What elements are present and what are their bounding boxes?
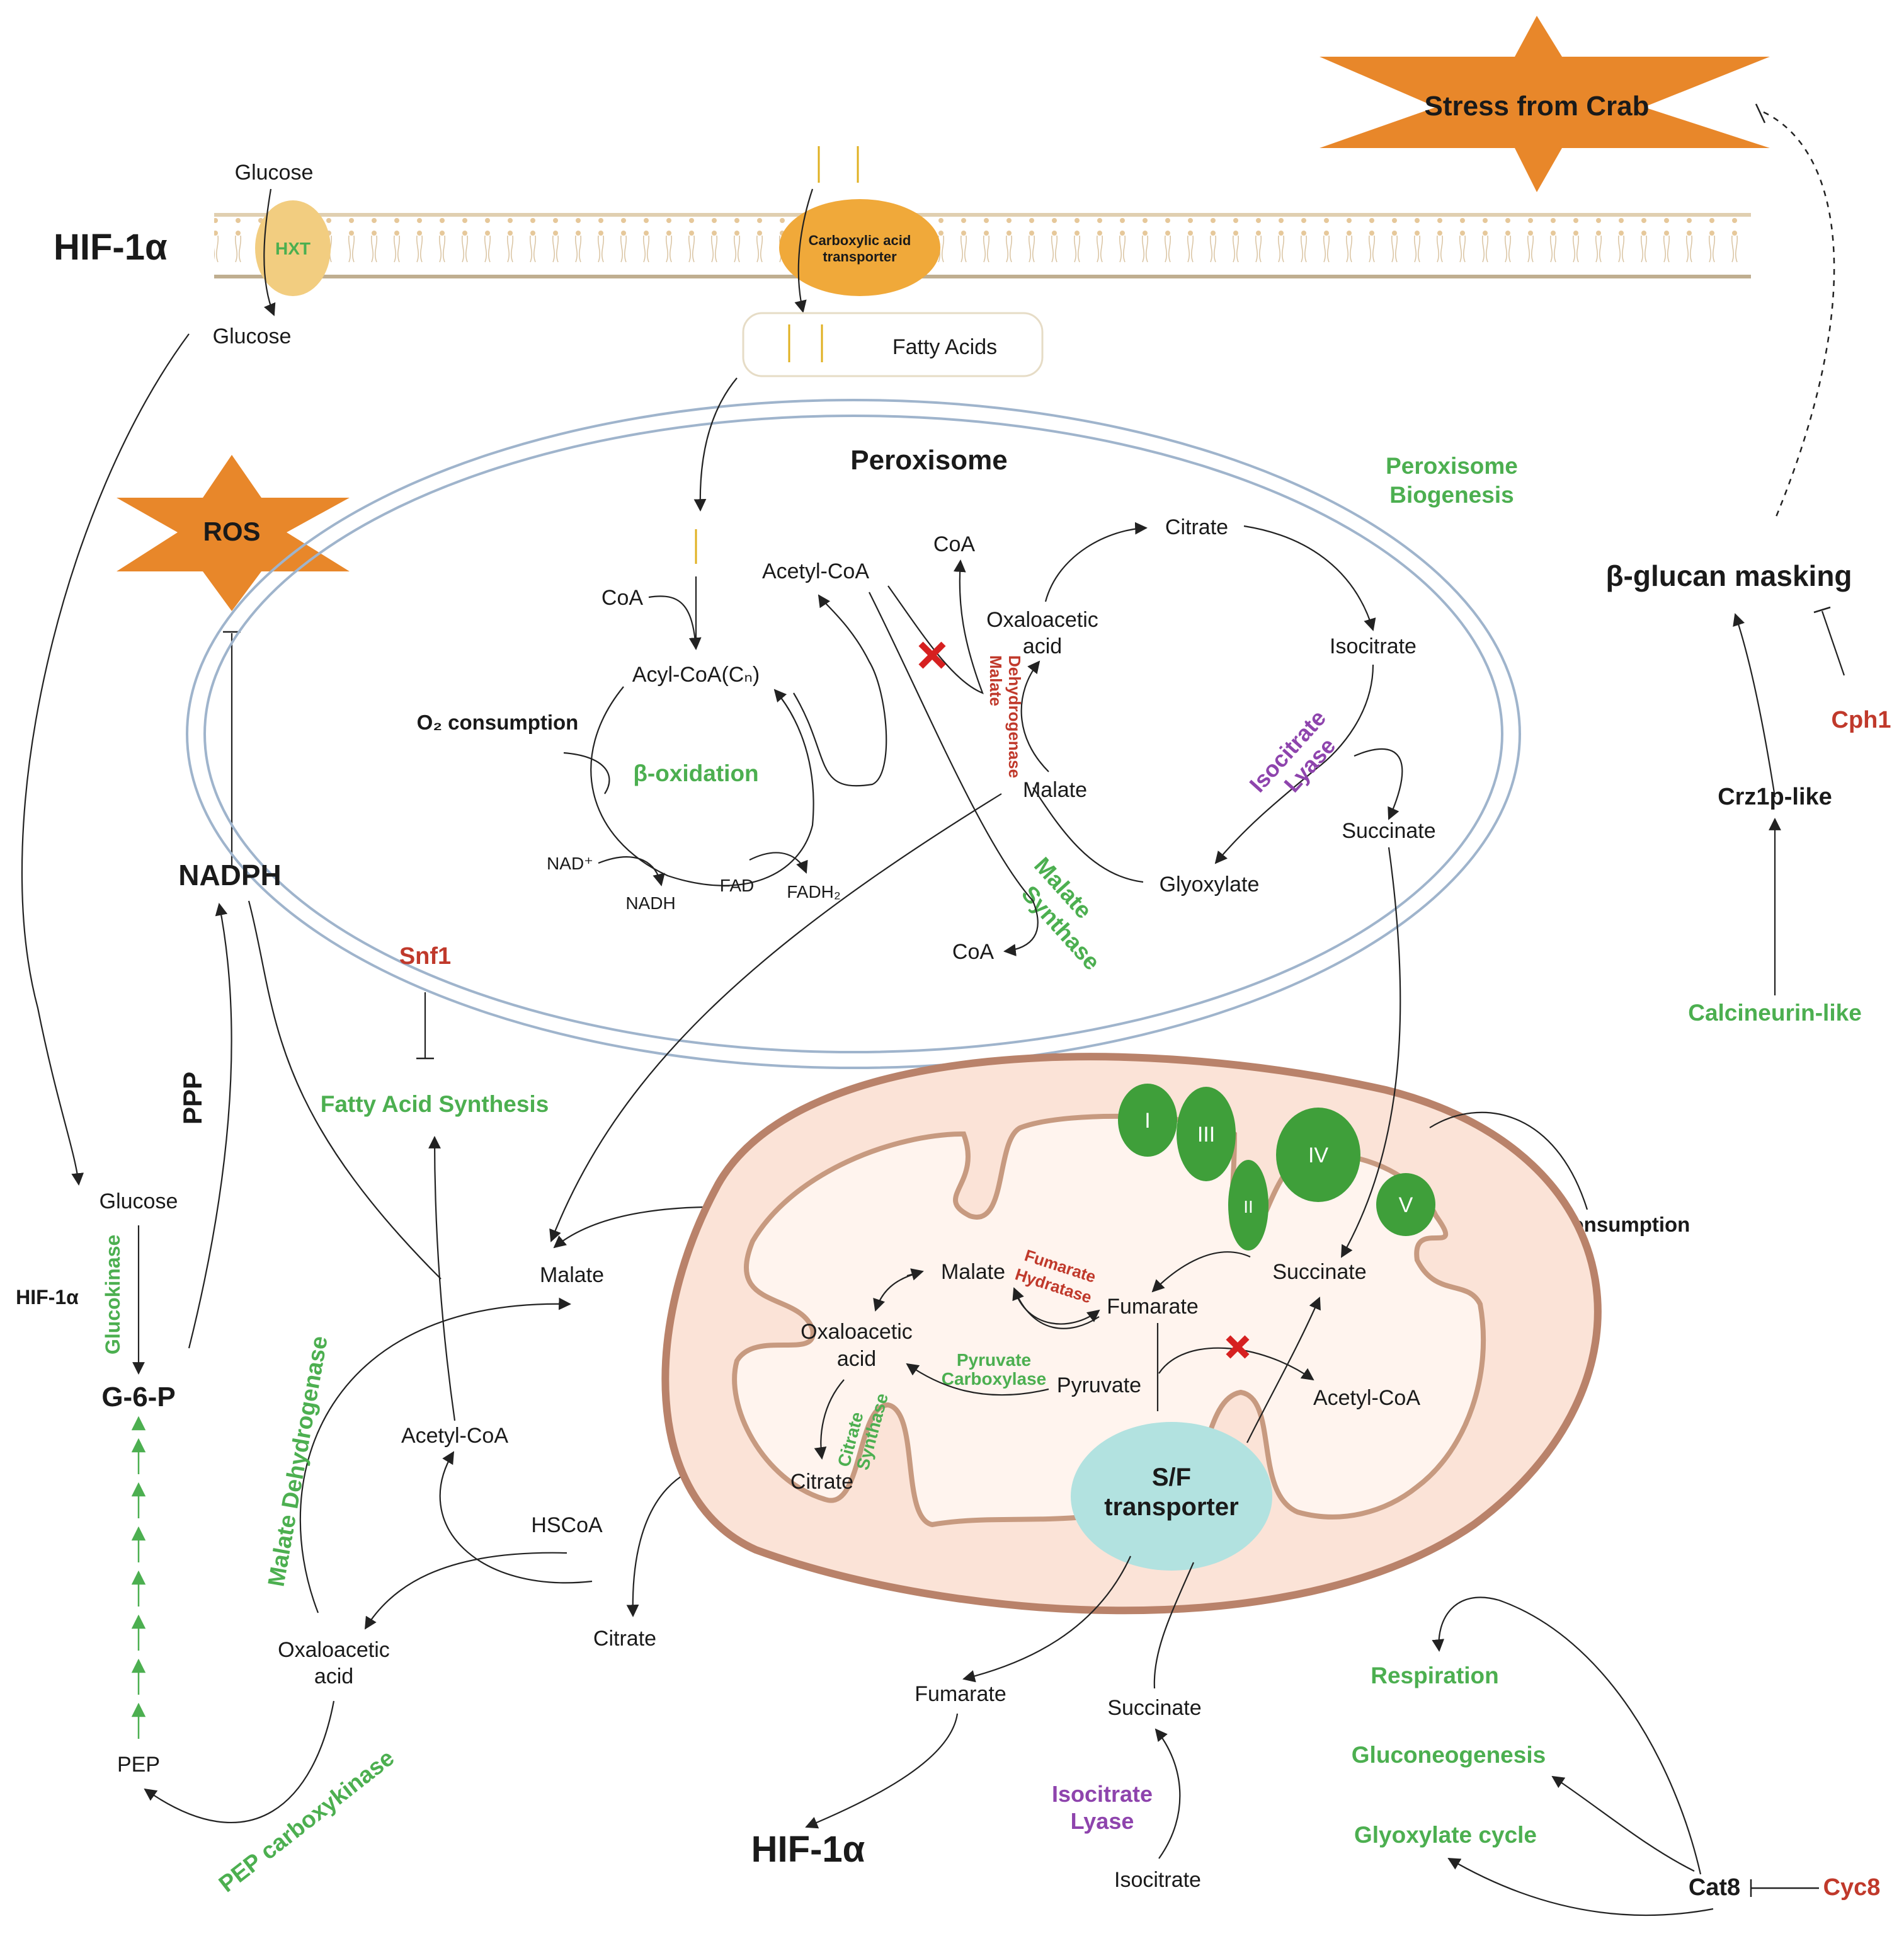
- nadph-label: NADPH: [178, 859, 282, 891]
- isocitrate-bottom: Isocitrate: [1114, 1868, 1201, 1892]
- acetyl-coa-peroxisome: Acetyl-CoA: [762, 559, 869, 583]
- complex-ii-shape: [1228, 1160, 1268, 1251]
- glyoxylate-label: Glyoxylate: [1160, 873, 1260, 896]
- hxt-transporter: [255, 200, 331, 296]
- citrate-peroxisome: Citrate: [1165, 515, 1228, 539]
- hxt-label: HXT: [275, 239, 311, 258]
- complex-v-shape: [1376, 1173, 1435, 1236]
- fatty-acids-box: [742, 312, 1044, 377]
- nadh-label: NADH: [625, 893, 675, 913]
- pyruvate-mito: Pyruvate: [1057, 1373, 1141, 1397]
- ros-burst-shape: [117, 455, 350, 611]
- blocked-x-mark-mito: [1226, 1335, 1250, 1359]
- oxaloacetic-cytosol-1: Oxaloacetic: [278, 1638, 390, 1662]
- glucose-inside: Glucose: [213, 324, 292, 348]
- complex-iii-shape: [1177, 1087, 1236, 1181]
- beta-oxidation-label: β-oxidation: [633, 760, 758, 786]
- hif-left-title: HIF-1α: [54, 227, 168, 268]
- fatty-acid-icon: [818, 146, 859, 183]
- gluconeogenesis-label: Gluconeogenesis: [1352, 1742, 1546, 1768]
- oxaloacetic-mito-2: acid: [837, 1347, 876, 1371]
- o2-consumption-peroxisome: O₂ consumption: [417, 711, 579, 734]
- hscoa-label: HSCoA: [531, 1513, 603, 1537]
- respiration-label: Respiration: [1371, 1663, 1499, 1688]
- fumarate-mito: Fumarate: [1107, 1295, 1199, 1319]
- coa-bottom-peroxisome: CoA: [952, 940, 994, 964]
- complex-iii-label: III: [1197, 1123, 1215, 1147]
- malate-dehydrogenase-peroxisome-1: Malate: [986, 655, 1005, 706]
- peroxisome-title: Peroxisome: [850, 445, 1007, 476]
- cph1-label: Cph1: [1832, 707, 1891, 733]
- plasma-membrane: [214, 213, 1751, 278]
- nad-label: NAD⁺: [547, 854, 593, 873]
- snf1-label: Snf1: [399, 943, 451, 970]
- carboxylic-transporter-label-2: transporter: [823, 249, 897, 265]
- pyruvate-carboxylase-1: Pyruvate: [957, 1350, 1031, 1370]
- isocitrate-peroxisome: Isocitrate: [1330, 634, 1417, 658]
- glucokinase-label: Glucokinase: [101, 1235, 124, 1355]
- stress-from-crab-label: Stress from Crab: [1424, 91, 1649, 122]
- fumarate-bottom: Fumarate: [915, 1682, 1006, 1706]
- peroxisome-inner-membrane: [203, 415, 1503, 1053]
- complex-iv-label: IV: [1308, 1143, 1328, 1167]
- pep-carboxykinase-label: PEP carboxykinase: [214, 1744, 399, 1897]
- sf-transporter-label-1: S/F: [1152, 1463, 1191, 1491]
- ppp-label: PPP: [178, 1072, 207, 1125]
- complex-v-label: V: [1399, 1193, 1413, 1217]
- complex-ii-label: II: [1243, 1197, 1253, 1217]
- succinate-mito: Succinate: [1272, 1260, 1366, 1284]
- citrate-cytosol: Citrate: [593, 1627, 656, 1651]
- isocitrate-lyase-bottom-1: Isocitrate: [1052, 1781, 1153, 1807]
- g6p-label: G-6-P: [101, 1382, 175, 1412]
- complex-i-shape: [1118, 1084, 1177, 1157]
- fatty-acids-label: Fatty Acids: [892, 335, 997, 359]
- succinate-bottom: Succinate: [1107, 1696, 1201, 1720]
- oxaloacetic-acid-peroxisome-1: Oxaloacetic: [986, 608, 1098, 632]
- oxaloacetic-cytosol-2: acid: [314, 1664, 353, 1688]
- malate-cytosol: Malate: [540, 1263, 604, 1287]
- acetyl-coa-cytosol: Acetyl-CoA: [401, 1424, 508, 1448]
- oxaloacetic-mito-1: Oxaloacetic: [801, 1320, 913, 1344]
- hif-bottom-title: HIF-1α: [751, 1829, 865, 1870]
- citrate-mito: Citrate: [790, 1470, 853, 1494]
- fadh2-label: FADH₂: [787, 882, 841, 902]
- pyruvate-carboxylase-2: Carboxylase: [942, 1369, 1047, 1389]
- complex-i-label: I: [1144, 1109, 1150, 1133]
- cat8-label: Cat8: [1689, 1874, 1740, 1901]
- peroxisome-biogenesis-line-1: Peroxisome: [1386, 453, 1518, 479]
- isocitrate-lyase-bottom-2: Lyase: [1071, 1808, 1134, 1834]
- hif-left-glucokinase: HIF-1α: [16, 1286, 79, 1309]
- stress-burst-shape: [1320, 16, 1770, 192]
- glyoxylate-cycle-label: Glyoxylate cycle: [1354, 1822, 1537, 1848]
- pep-label: PEP: [117, 1753, 160, 1777]
- malate-peroxisome: Malate: [1023, 778, 1087, 802]
- glucose-outside: Glucose: [235, 161, 314, 185]
- crz1p-like-label: Crz1p-like: [1718, 784, 1832, 810]
- acetyl-coa-mito: Acetyl-CoA: [1313, 1386, 1420, 1410]
- peroxisome-outer-membrane: [186, 399, 1521, 1069]
- malate-mito: Malate: [941, 1260, 1005, 1284]
- sf-transporter: [1071, 1422, 1272, 1571]
- beta-glucan-masking-label: β-glucan masking: [1605, 559, 1852, 592]
- carboxylic-acid-transporter: [779, 199, 940, 296]
- malate-dehydrogenase-cytosol: Malate Dehydrogenase: [263, 1334, 333, 1588]
- cyc8-label: Cyc8: [1823, 1874, 1881, 1901]
- fatty-acid-synthesis-label: Fatty Acid Synthesis: [321, 1091, 549, 1117]
- acyl-coa-label: Acyl-CoA(Cₙ): [632, 663, 760, 687]
- calcineurin-like-label: Calcineurin-like: [1688, 1000, 1862, 1026]
- succinate-peroxisome: Succinate: [1342, 819, 1435, 843]
- oxaloacetic-acid-peroxisome-2: acid: [1023, 634, 1062, 658]
- coa-top-peroxisome: CoA: [933, 532, 975, 556]
- sf-transporter-label-2: transporter: [1104, 1493, 1238, 1521]
- mitochondria-inner-membrane: [732, 1113, 1486, 1528]
- coa-left-peroxisome: CoA: [601, 586, 643, 610]
- carboxylic-transporter-label-1: Carboxylic acid: [809, 232, 911, 248]
- glucose-cytosol: Glucose: [100, 1189, 178, 1213]
- ros-label: ROS: [203, 517, 260, 546]
- blocked-x-mark-peroxisome: [918, 641, 946, 669]
- complex-iv-shape: [1276, 1108, 1360, 1202]
- fad-label: FAD: [720, 876, 754, 895]
- peroxisome-biogenesis-line-2: Biogenesis: [1389, 482, 1514, 508]
